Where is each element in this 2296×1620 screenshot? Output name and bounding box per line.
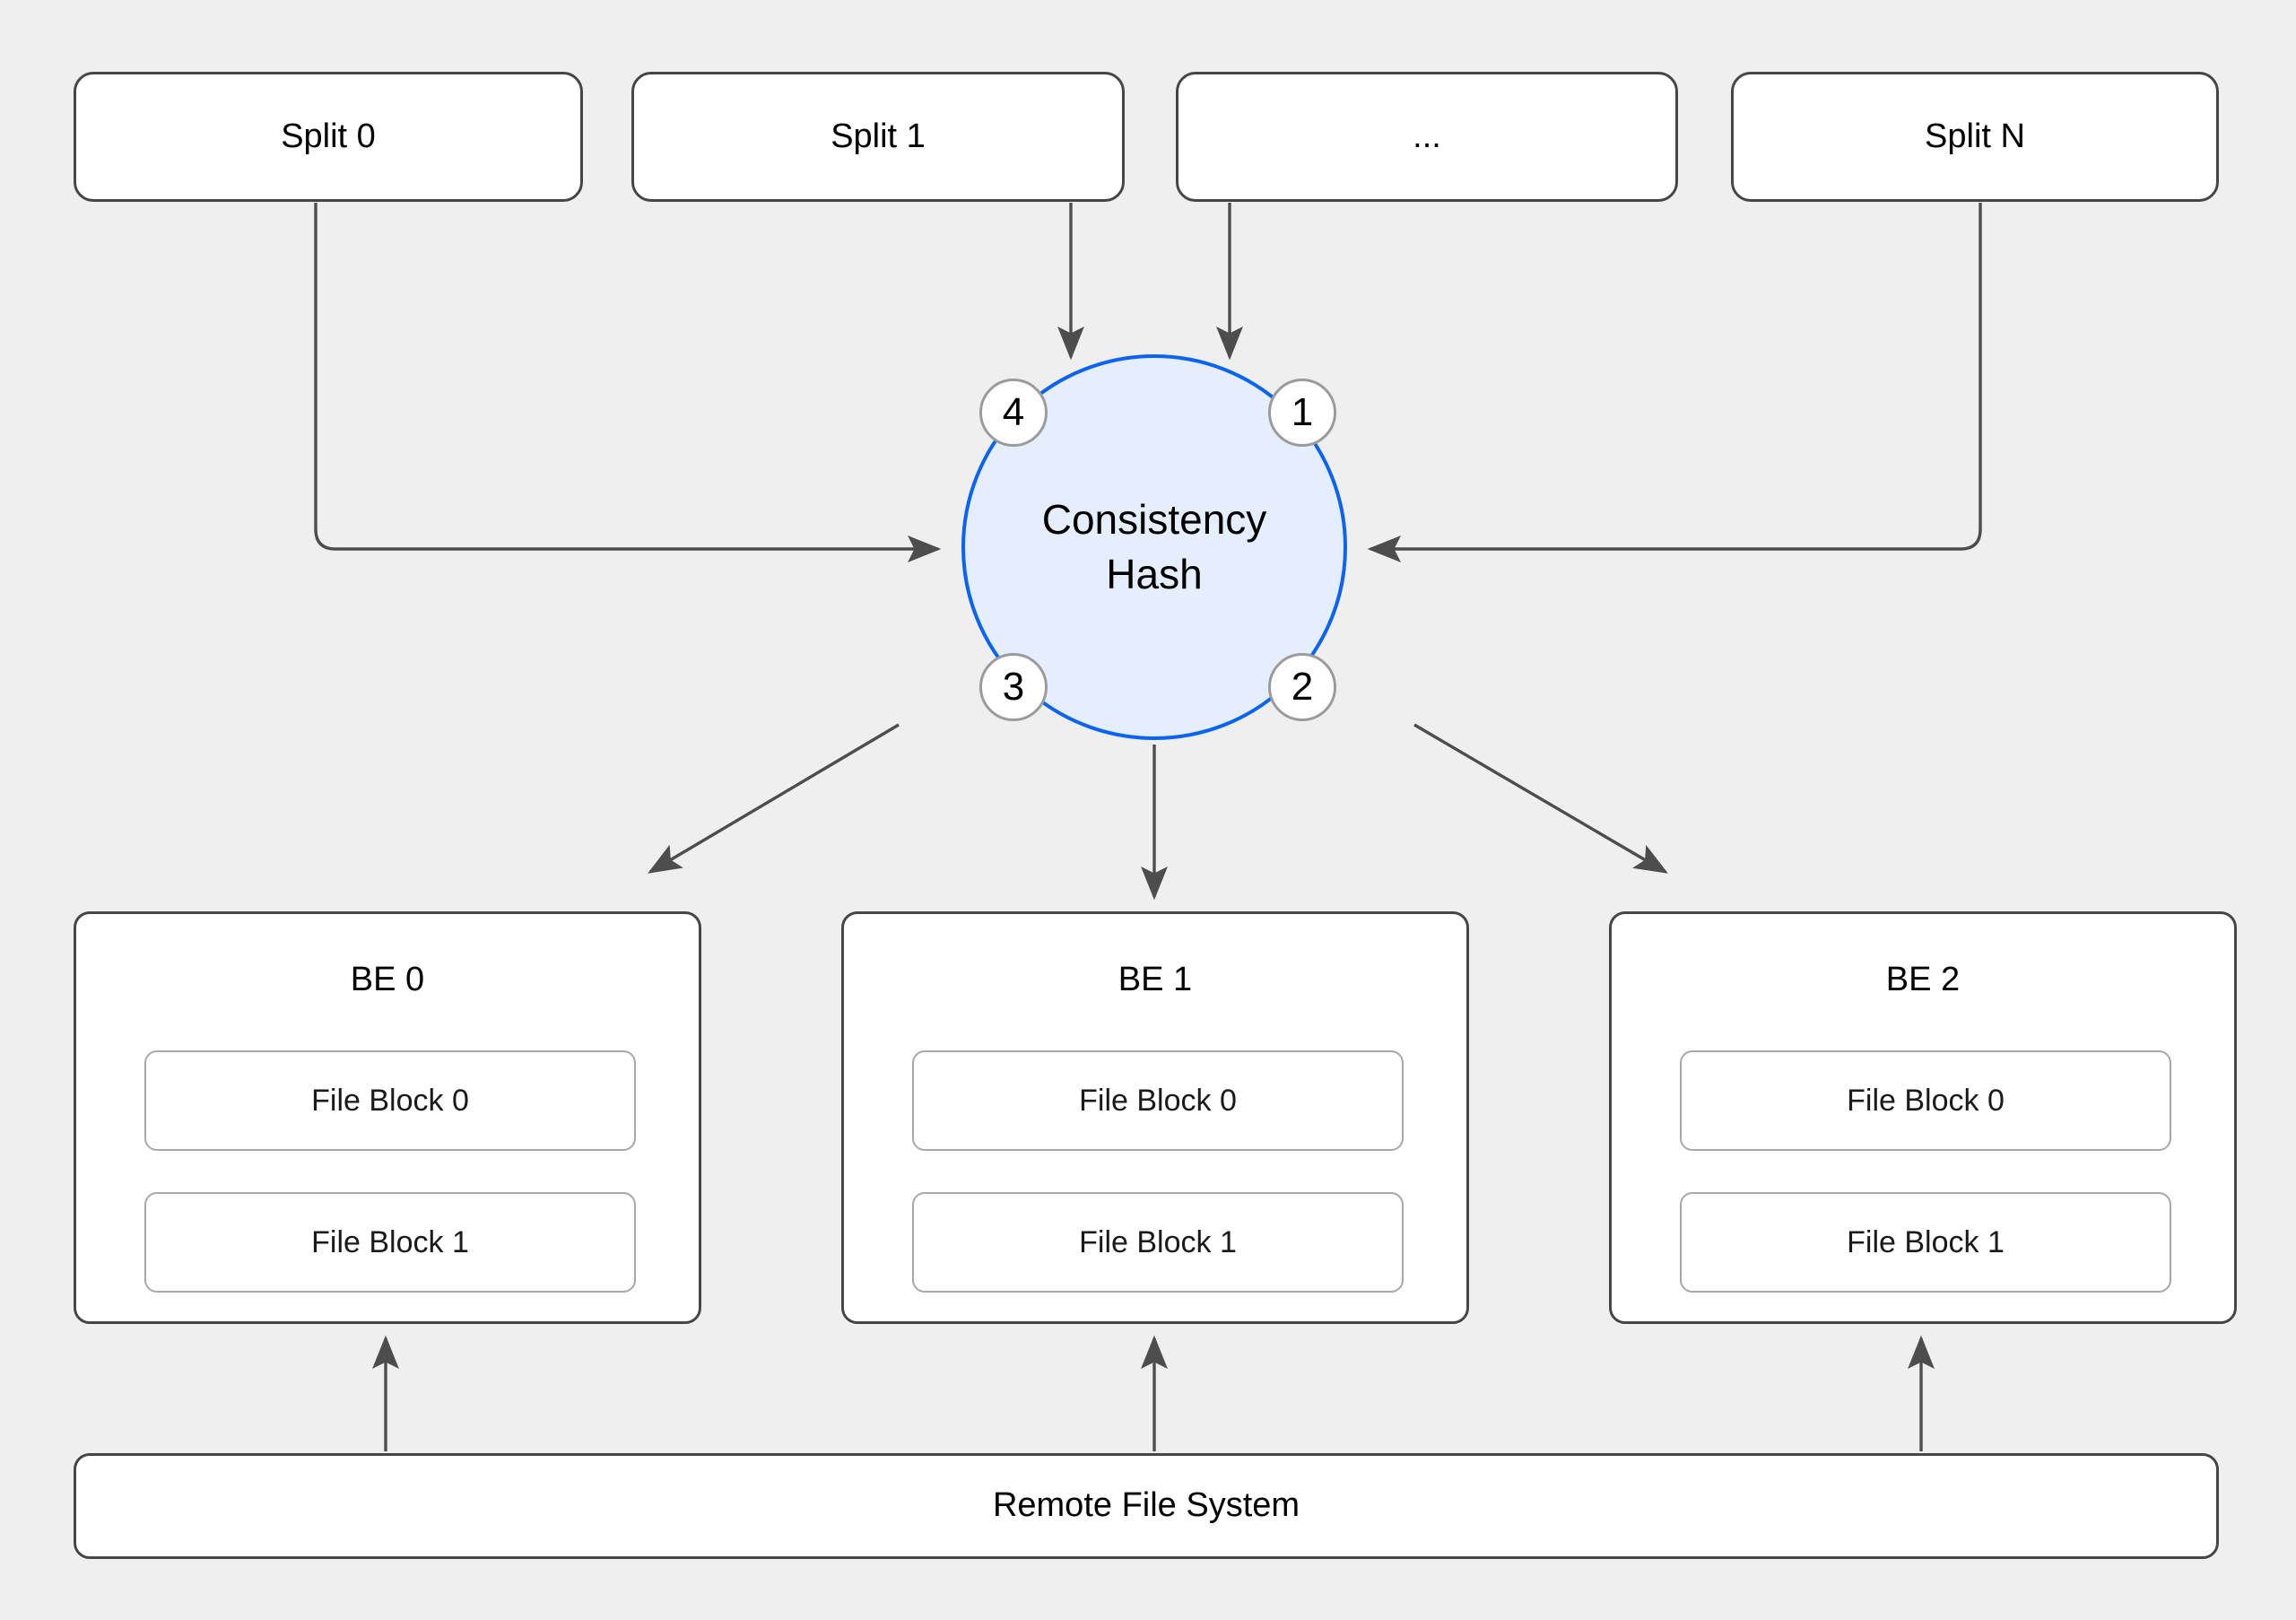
backend-box-2[interactable]: BE 2 File Block 0 File Block 1: [1609, 911, 2237, 1324]
split-box-0[interactable]: Split 0: [74, 72, 583, 202]
file-block-1-0[interactable]: File Block 0: [912, 1050, 1404, 1151]
split-label-n: Split N: [1925, 117, 2025, 155]
file-block-label: File Block 1: [1079, 1224, 1237, 1259]
hash-node-1-label: 1: [1291, 390, 1314, 434]
file-block-0-1[interactable]: File Block 1: [144, 1192, 636, 1293]
backend-title-0: BE 0: [350, 961, 425, 998]
split-box-1[interactable]: Split 1: [631, 72, 1125, 202]
backend-title-1: BE 1: [1118, 961, 1193, 998]
backend-box-1[interactable]: BE 1 File Block 0 File Block 1: [841, 911, 1469, 1324]
split-label-1: Split 1: [831, 117, 926, 155]
file-block-label: File Block 1: [1847, 1224, 2005, 1259]
file-block-label: File Block 0: [1847, 1083, 2005, 1118]
backend-box-0[interactable]: BE 0 File Block 0 File Block 1: [74, 911, 701, 1324]
file-block-1-1[interactable]: File Block 1: [912, 1192, 1404, 1293]
edge-hash-to-be2: [1413, 723, 1668, 874]
file-block-label: File Block 0: [1079, 1083, 1237, 1118]
consistency-hash-label: Consistency Hash: [1041, 496, 1267, 597]
split-label-ellipsis: ...: [1413, 117, 1441, 155]
backend-title-2: BE 2: [1885, 961, 1961, 998]
remote-file-system-label: Remote File System: [992, 1486, 1300, 1525]
hash-node-2-label: 2: [1291, 665, 1314, 709]
edge-splitn-to-hash: [1367, 203, 1982, 562]
hash-node-3[interactable]: 3: [979, 653, 1048, 721]
hash-node-4-label: 4: [1002, 390, 1025, 434]
hash-node-3-label: 3: [1002, 665, 1025, 709]
file-block-label: File Block 1: [311, 1224, 469, 1259]
file-block-0-0[interactable]: File Block 0: [144, 1050, 636, 1151]
remote-file-system-box[interactable]: Remote File System: [74, 1453, 2219, 1559]
file-block-2-0[interactable]: File Block 0: [1680, 1050, 2171, 1151]
hash-node-2[interactable]: 2: [1268, 653, 1336, 721]
file-block-2-1[interactable]: File Block 1: [1680, 1192, 2171, 1293]
split-label-0: Split 0: [281, 117, 376, 155]
hash-node-1[interactable]: 1: [1268, 379, 1336, 447]
hash-node-4[interactable]: 4: [979, 379, 1048, 447]
split-box-ellipsis[interactable]: ...: [1176, 72, 1678, 202]
split-box-n[interactable]: Split N: [1731, 72, 2219, 202]
edge-hash-to-be0: [648, 723, 900, 874]
file-block-label: File Block 0: [311, 1083, 469, 1118]
edge-split0-to-hash: [314, 203, 942, 562]
